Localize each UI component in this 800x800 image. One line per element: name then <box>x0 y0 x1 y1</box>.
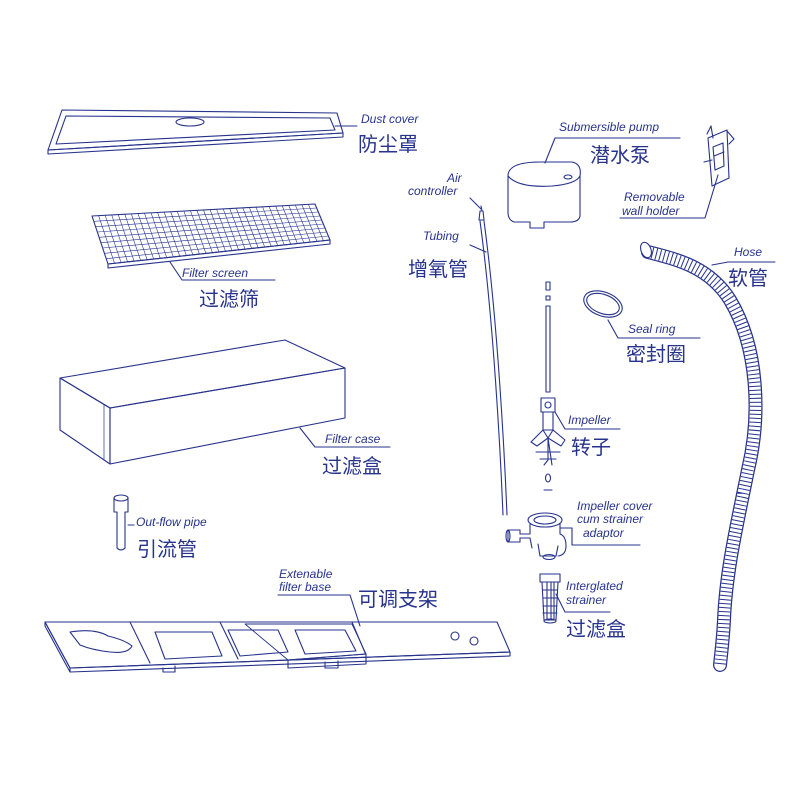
air-controller-en-label-1: Air <box>447 171 462 185</box>
tubing-en-label: Tubing <box>423 229 459 243</box>
pump-zh-label: 潜水泵 <box>590 143 650 167</box>
pump-leader <box>544 137 681 164</box>
impeller-en-label: Impeller <box>568 413 611 427</box>
dust-cover-drawing <box>47 109 344 155</box>
strainer-en-label-1: Interglated <box>566 579 623 593</box>
wall-holder-en-label-2: wall holder <box>622 204 680 218</box>
filter-screen-drawing <box>91 203 331 269</box>
wall-holder-en-label-1: Removable <box>624 190 685 204</box>
impeller-cover-en-label-3: adaptor <box>583 526 624 540</box>
filter-screen-zh-label: 过滤筛 <box>199 287 259 311</box>
pump-drawing <box>507 161 581 229</box>
tubing-zh-label: 增氧管 <box>408 257 468 281</box>
filter-base-leader <box>277 594 361 627</box>
impeller-drawing <box>530 281 566 491</box>
impeller-cover-en-label-2: cum strainer <box>577 512 644 526</box>
wall-holder-leader <box>619 174 719 219</box>
impeller-leader <box>554 411 621 430</box>
outflow-pipe-zh-label: 引流管 <box>137 537 197 561</box>
filter-base-en-label-1: Extenable <box>279 567 333 581</box>
seal-ring-en-label: Seal ring <box>628 322 676 336</box>
strainer-en-label-2: strainer <box>566 593 607 607</box>
strainer-zh-label: 过滤盒 <box>566 617 626 641</box>
strainer-leader <box>555 593 611 613</box>
filter-screen-leader <box>169 261 276 281</box>
outflow-pipe-en-label: Out-flow pipe <box>136 515 207 529</box>
filter-base-zh-label: 可调支架 <box>358 587 438 611</box>
filter-screen-en-label: Filter screen <box>182 266 249 280</box>
strainer-drawing <box>539 573 561 624</box>
wall-holder-drawing <box>703 125 735 187</box>
filter-case-en-label: Filter case <box>325 432 381 446</box>
dust-cover-en-label: Dust cover <box>361 112 419 126</box>
dust-cover-zh-label: 防尘罩 <box>358 132 418 156</box>
filter-case-drawing <box>59 339 346 465</box>
air-controller-leader <box>469 197 482 210</box>
outflow-pipe-drawing <box>113 494 129 551</box>
hose-drawing <box>640 241 763 672</box>
tubing-leader <box>469 244 487 253</box>
hose-en-label: Hose <box>734 245 763 259</box>
impeller-cover-leader <box>559 527 641 546</box>
hose-leader <box>711 261 776 266</box>
filter-base-drawing <box>44 621 511 673</box>
seal-ring-zh-label: 密封圈 <box>626 342 686 366</box>
impeller-cover-en-label-1: Impeller cover <box>577 499 653 513</box>
hose-zh-label: 软管 <box>728 266 768 290</box>
air-controller-drawing <box>478 205 485 221</box>
pump-en-label: Submersible pump <box>559 120 660 134</box>
seal-ring-drawing <box>583 290 623 318</box>
impeller-cover-drawing <box>505 512 567 561</box>
seal-ring-leader <box>607 319 701 339</box>
filter-case-zh-label: 过滤盒 <box>322 454 382 478</box>
impeller-zh-label: 转子 <box>571 435 611 459</box>
tubing-drawing <box>479 220 508 516</box>
filter-base-en-label-2: filter base <box>279 580 332 594</box>
filter-case-leader <box>299 427 391 448</box>
air-controller-en-label-2: controller <box>408 184 458 198</box>
